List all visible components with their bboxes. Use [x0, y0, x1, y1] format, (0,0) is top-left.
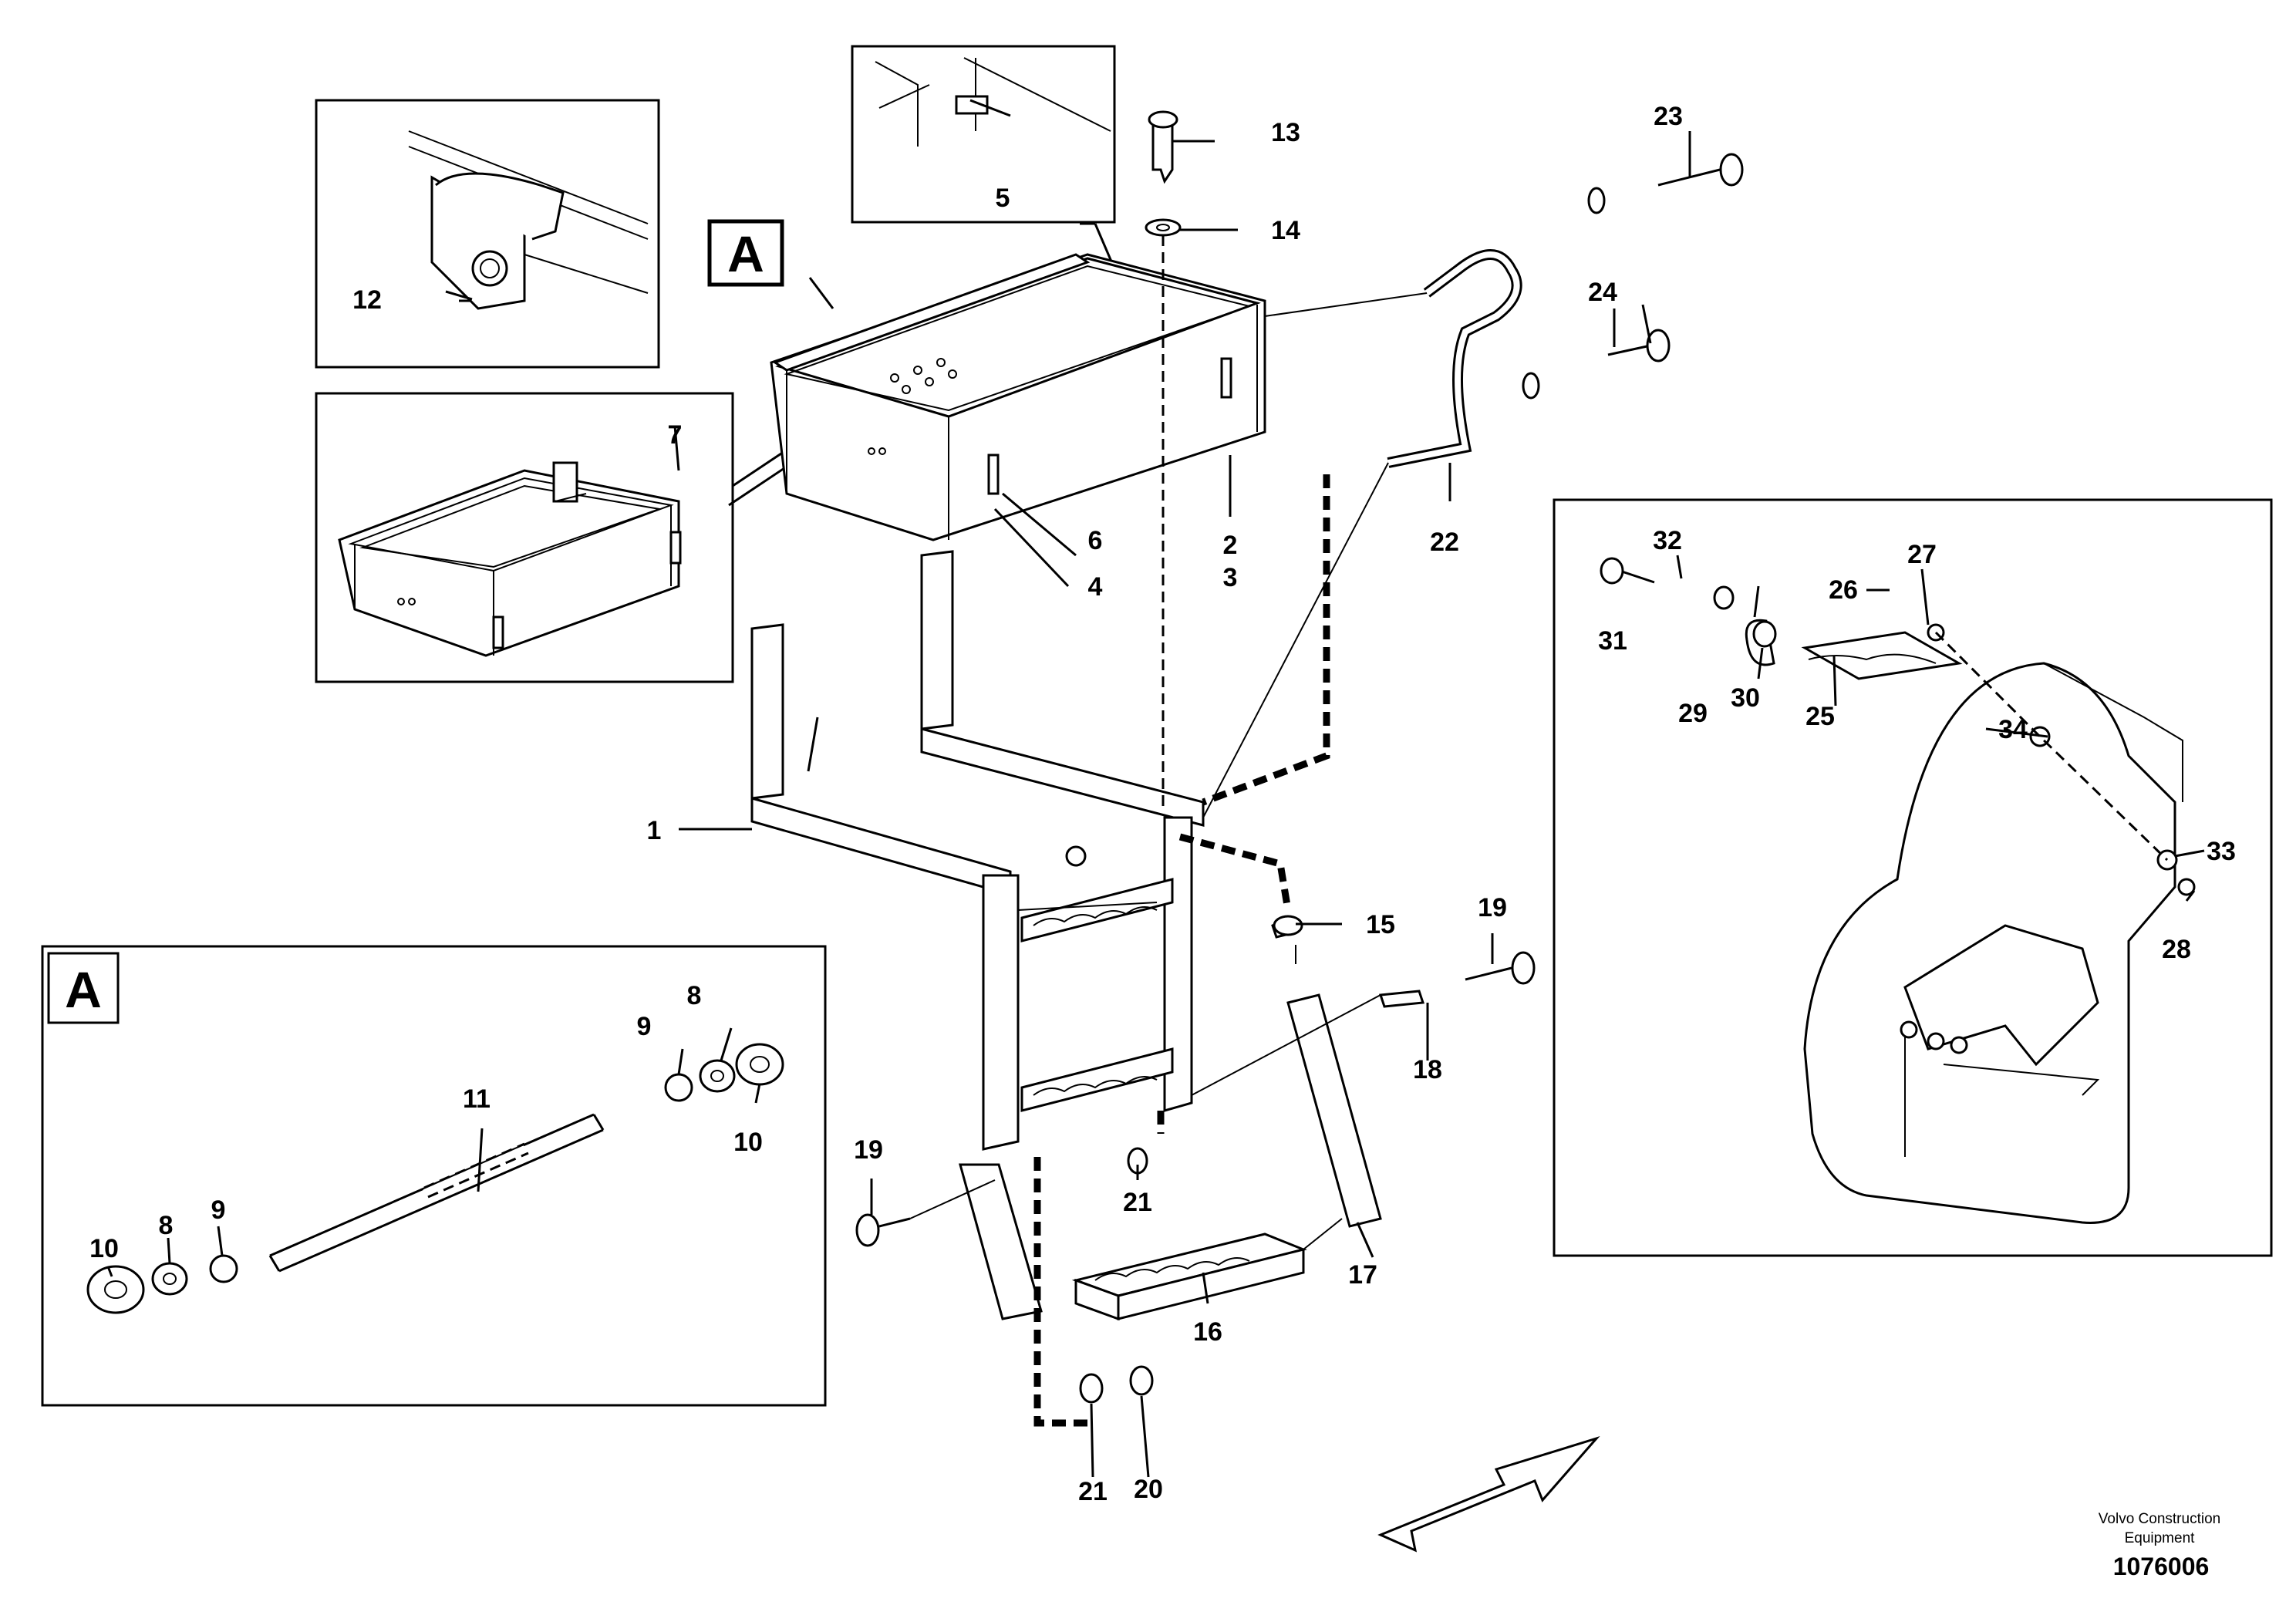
inset-pin-assembly	[41, 945, 827, 1407]
label-23: 23	[1654, 102, 1683, 131]
svg-text:A: A	[727, 225, 764, 282]
box-lid-pattern	[890, 358, 957, 394]
label-4: 4	[1088, 572, 1103, 602]
label-33: 33	[2207, 837, 2236, 866]
view-marker-top: A	[707, 219, 784, 287]
doc-number: 1076006	[2113, 1553, 2210, 1580]
storage-box	[770, 253, 1266, 541]
label-8-inset-right: 8	[687, 981, 702, 1010]
step-bracket	[750, 550, 1205, 1151]
direction-arrow	[1377, 1436, 1600, 1553]
inset-clip-detail	[315, 99, 660, 369]
label-22: 22	[1430, 528, 1459, 557]
label-34: 34	[1998, 715, 2028, 744]
label-25: 25	[1805, 702, 1835, 731]
brand-line-1: Volvo Construction	[2099, 1511, 2220, 1527]
inset-fender	[1553, 498, 2273, 1257]
label-2: 2	[1223, 531, 1238, 560]
label-7: 7	[668, 420, 683, 450]
label-30: 30	[1731, 683, 1760, 713]
brand-line-2: Equipment	[2125, 1530, 2196, 1546]
label-13: 13	[1271, 118, 1300, 147]
label-6: 6	[1088, 526, 1103, 555]
label-21-upper: 21	[1123, 1188, 1152, 1217]
label-5: 5	[996, 184, 1010, 213]
inset-open-box	[315, 392, 734, 683]
label-18: 18	[1413, 1055, 1442, 1084]
label-8-inset-left: 8	[159, 1211, 174, 1240]
label-27: 27	[1907, 540, 1937, 569]
footer: Volvo Construction Equipment 1076006	[2099, 1511, 2220, 1580]
label-9-inset-left: 9	[211, 1195, 226, 1225]
label-19-left: 19	[854, 1135, 883, 1165]
handrail	[1387, 249, 1522, 468]
label-14: 14	[1271, 216, 1300, 245]
label-11: 11	[463, 1084, 491, 1114]
view-marker-inset: A	[65, 961, 102, 1018]
label-21-lower: 21	[1078, 1477, 1108, 1506]
label-24: 24	[1588, 278, 1617, 307]
label-26: 26	[1829, 575, 1858, 605]
leader-lines	[106, 131, 2205, 1478]
label-12: 12	[352, 285, 382, 315]
label-28: 28	[2162, 935, 2191, 964]
inset-hinge-detail	[851, 45, 1120, 278]
lower-step	[959, 990, 1425, 1321]
label-10-inset-right: 10	[733, 1128, 763, 1157]
label-17: 17	[1348, 1260, 1377, 1290]
label-29: 29	[1678, 699, 1708, 728]
label-9-inset-right: 9	[637, 1012, 652, 1041]
fasteners	[855, 110, 1744, 1404]
label-16: 16	[1193, 1317, 1222, 1347]
svg-text:A: A	[65, 961, 102, 1018]
label-32: 32	[1653, 526, 1682, 555]
label-1: 1	[647, 816, 662, 845]
label-15: 15	[1366, 910, 1395, 939]
part-labels: 1 2 3 4 5 6 7 8 8 9 9 10 10 11 12 13 14 …	[89, 102, 2236, 1506]
label-31: 31	[1598, 626, 1627, 656]
label-19-right: 19	[1478, 893, 1507, 922]
label-20: 20	[1134, 1475, 1163, 1504]
label-3: 3	[1223, 563, 1238, 592]
label-10-inset-left: 10	[89, 1234, 119, 1263]
